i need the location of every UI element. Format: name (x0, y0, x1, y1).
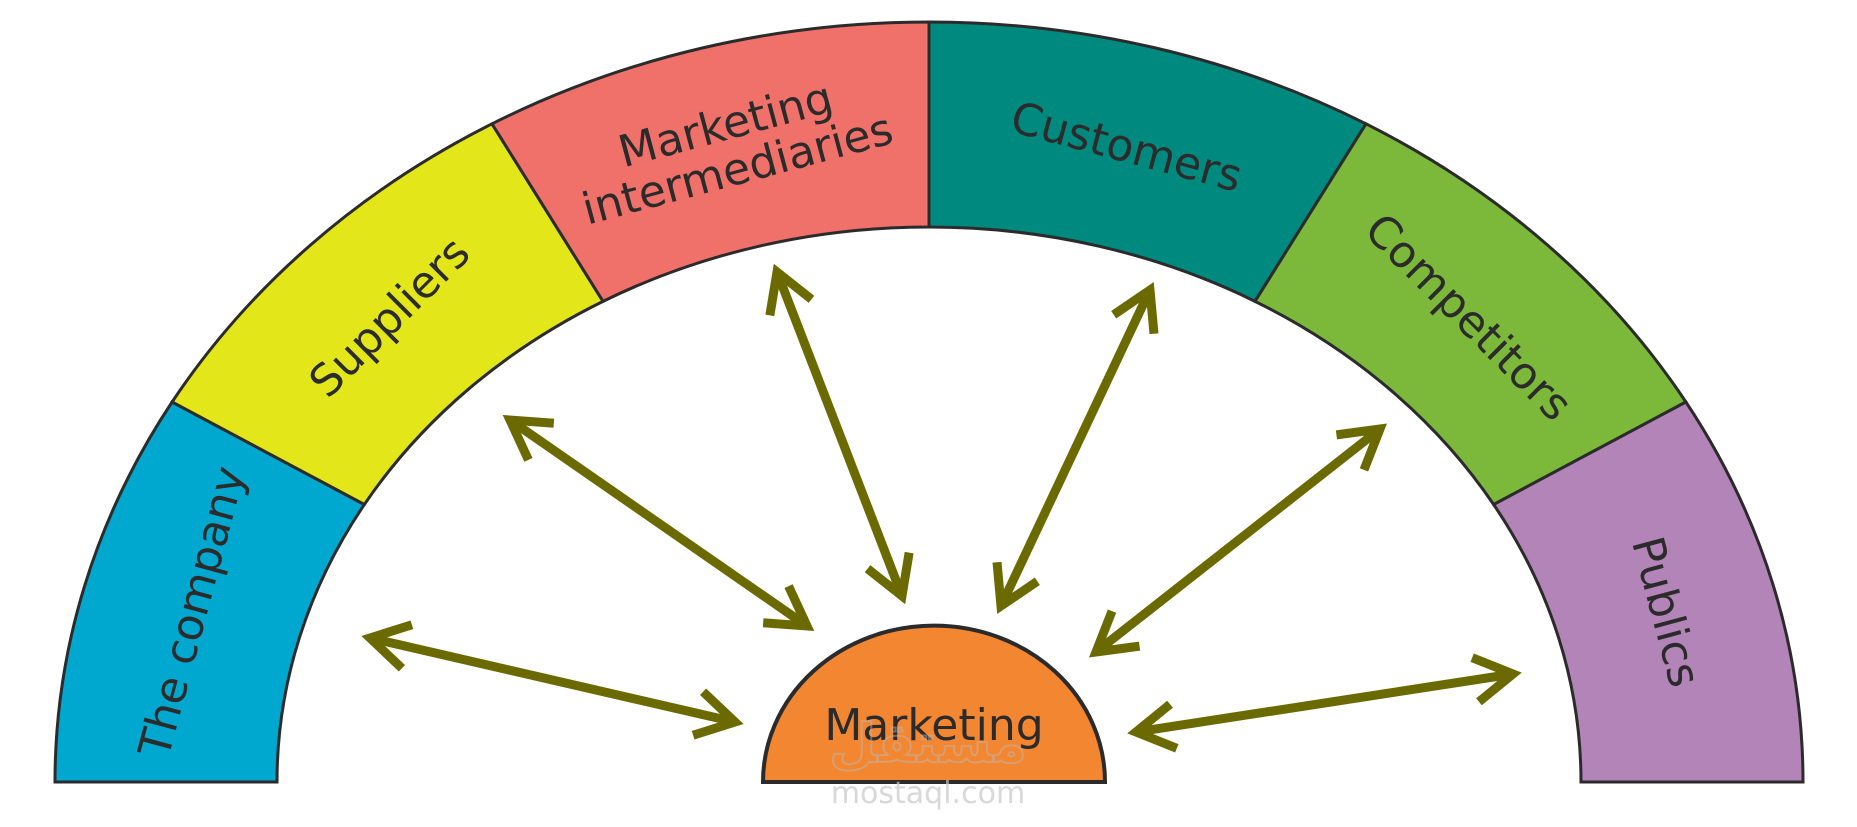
double-arrow-0 (368, 633, 737, 727)
segments-ring: The companySuppliersMarketingintermediar… (53, 20, 1805, 784)
arrow-head-inner-4 (1089, 609, 1141, 658)
arrow-head-outer-1 (502, 414, 555, 462)
watermark-site-text: mostaql.com (831, 776, 1025, 811)
arrow-head-inner-5 (1127, 700, 1179, 753)
double-arrow-3 (996, 288, 1155, 608)
arrow-head-outer-4 (1335, 423, 1387, 472)
arrow-head-outer-0 (361, 620, 414, 672)
arrow-head-inner-2 (864, 551, 914, 605)
double-arrow-2 (772, 270, 907, 598)
center-label: Marketing (824, 700, 1043, 751)
double-arrow-5 (1135, 669, 1514, 737)
center-half-disc (760, 623, 1108, 784)
arrow-head-outer-2 (765, 263, 815, 317)
watermark: مستقل mostaql.com (828, 711, 1028, 811)
center-group: Marketing (760, 623, 1108, 784)
segment-5 (1491, 400, 1805, 784)
arrow-head-outer-5 (1470, 653, 1522, 706)
double-arrow-1 (507, 416, 810, 630)
double-arrow-4 (1093, 425, 1383, 656)
arrow-head-inner-3 (992, 561, 1040, 615)
watermark-logo-text: مستقل (829, 712, 1027, 775)
arrows-group (361, 263, 1522, 753)
arrow-head-inner-1 (762, 584, 815, 632)
arrow-head-outer-3 (1111, 281, 1159, 335)
arrow-head-inner-0 (691, 688, 744, 740)
